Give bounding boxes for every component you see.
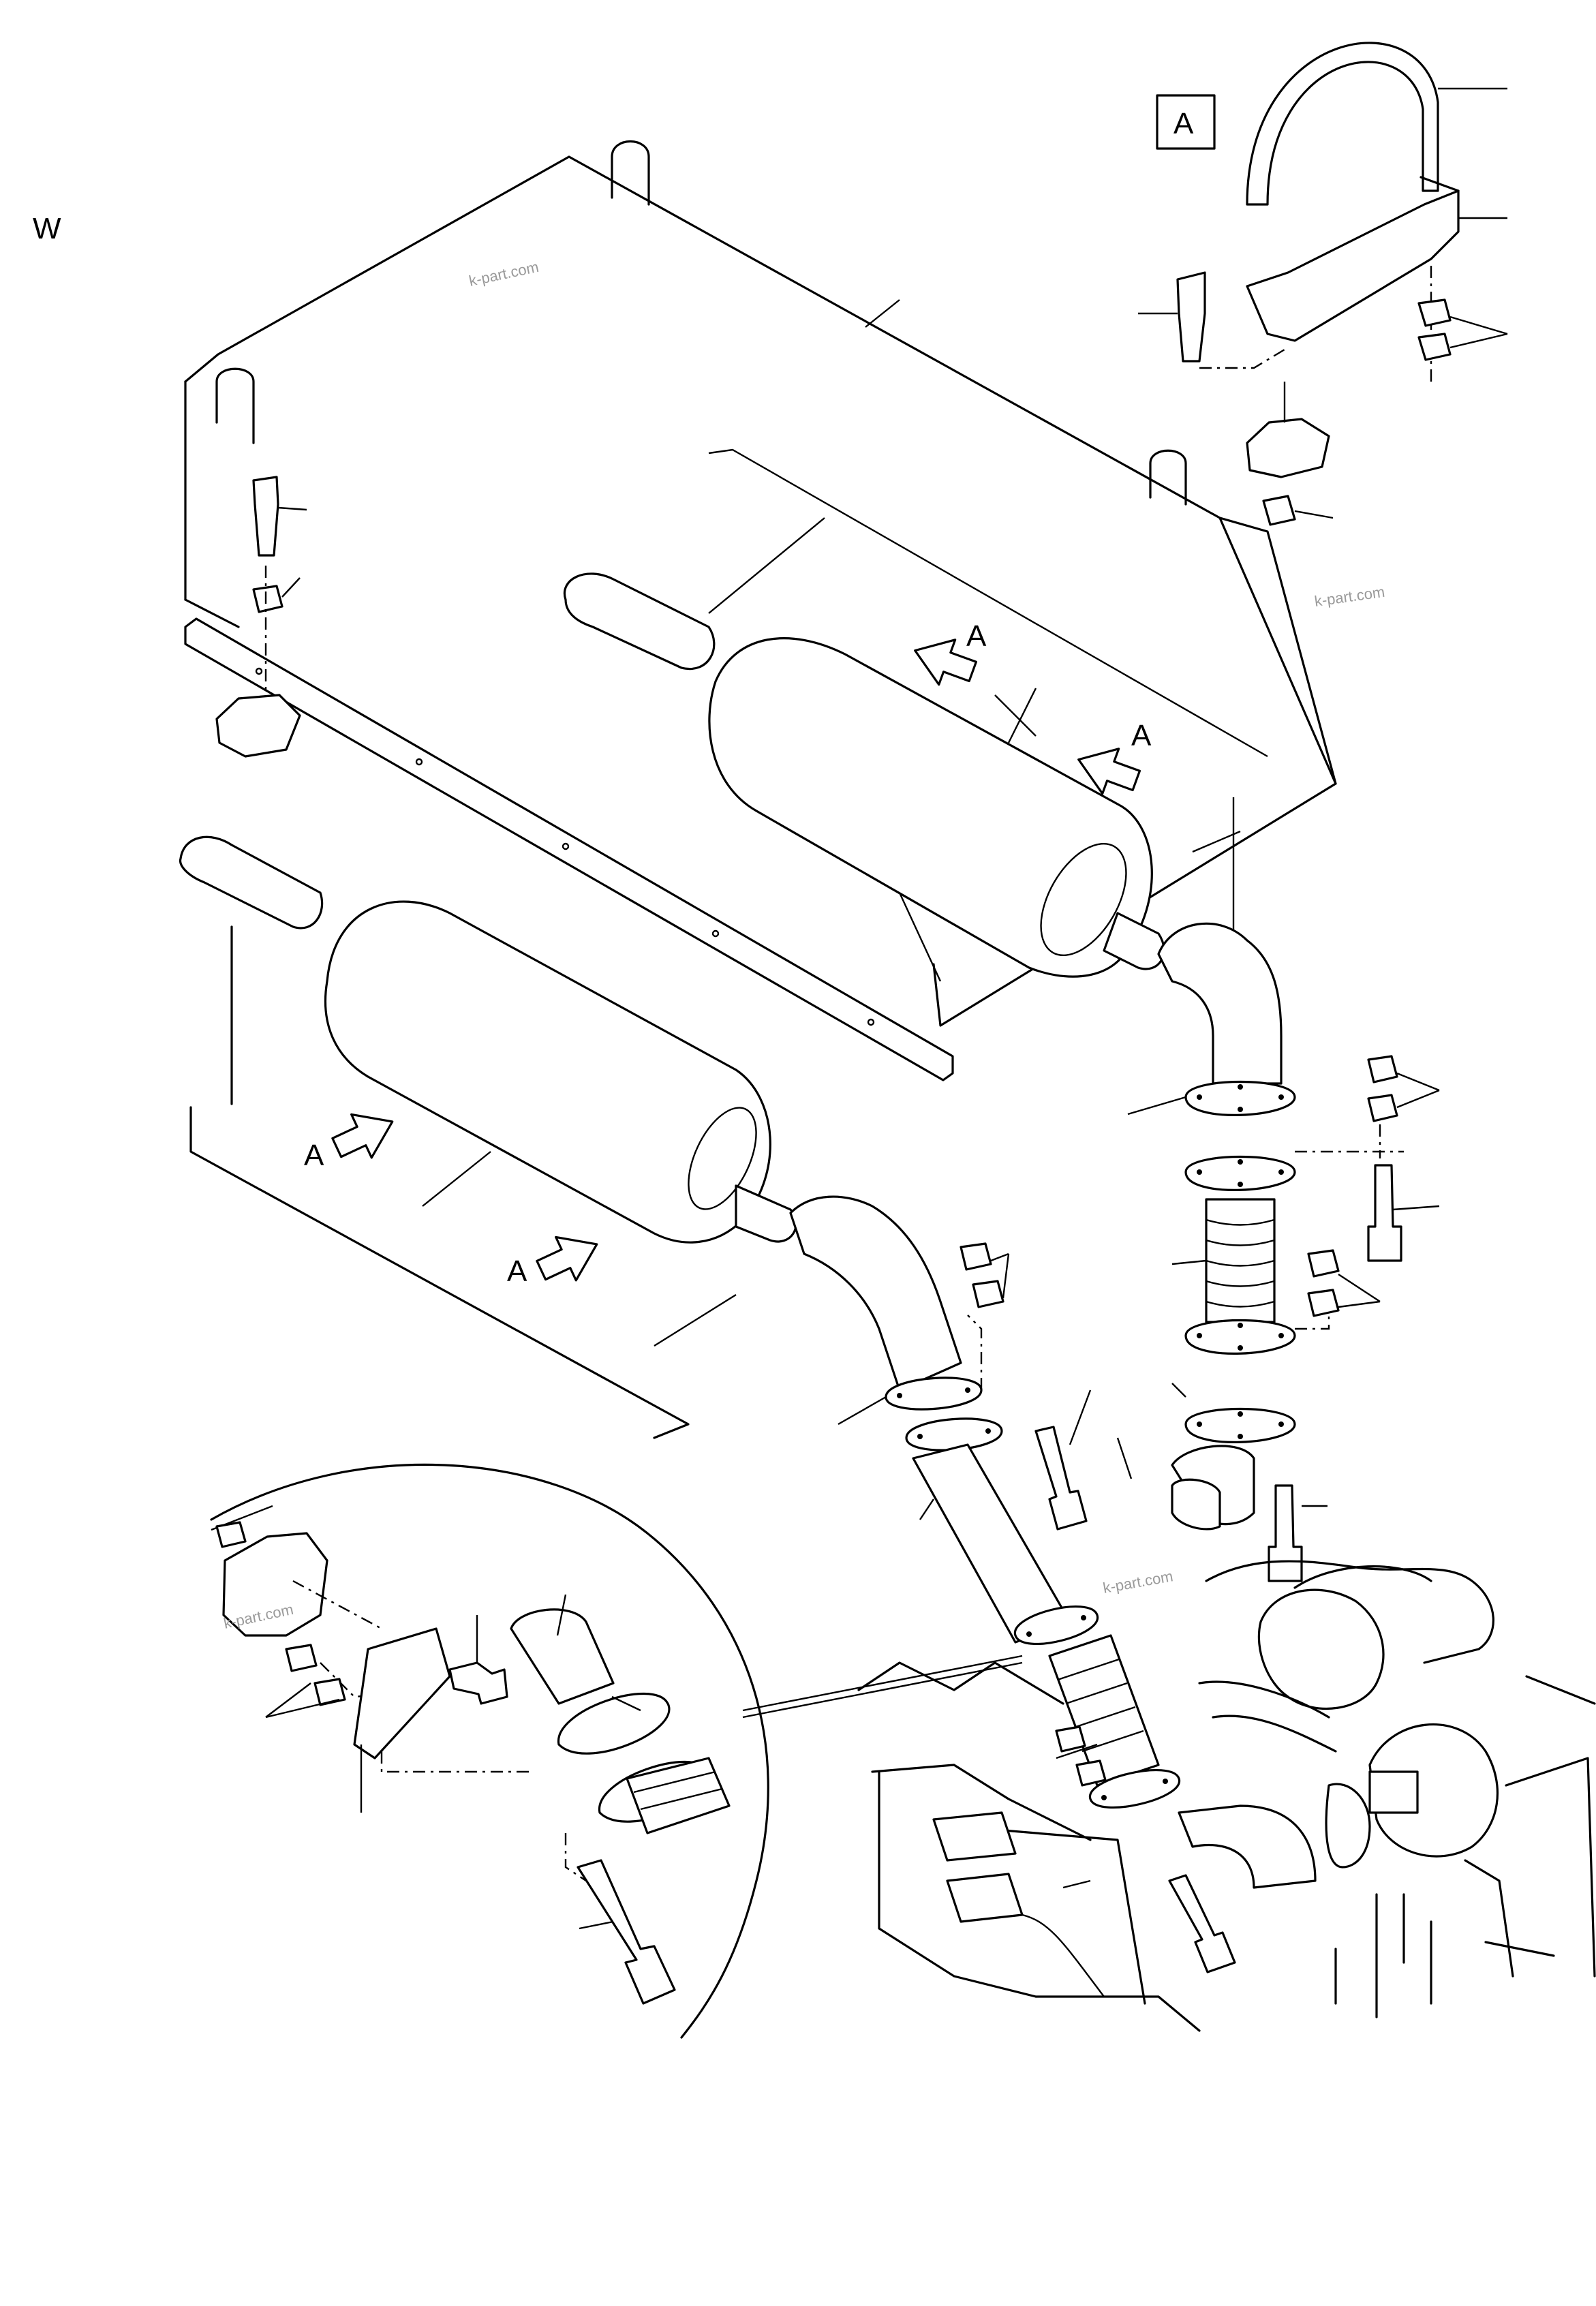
lift-handle-1 [611, 140, 650, 206]
lower-muffler [179, 835, 797, 1439]
right-clamp-ring [1171, 1478, 1221, 1531]
bellows-detail-view [210, 1463, 769, 2039]
left-nut-1 [960, 1242, 992, 1271]
lower-muffler-body [324, 900, 771, 1244]
left-clamp-ring [1325, 1783, 1371, 1869]
right-flange-2 [1184, 1156, 1296, 1191]
upper-muffler-outlet-stub [1103, 912, 1165, 970]
turbocharger [1257, 1588, 1385, 1710]
upper-muffler-body [708, 637, 1153, 978]
engine-block [857, 1560, 1596, 2032]
watermark-2: k-part.com [1313, 583, 1385, 610]
flange-bolt-holes [897, 1084, 1284, 1800]
clamp-mount-plate [1246, 418, 1330, 478]
left-exhaust-pipe-run [742, 1195, 1371, 1973]
turbo-outlet-housing [1368, 1723, 1499, 1858]
upper-muffler [563, 517, 1165, 978]
detail-nut-top [215, 1521, 247, 1548]
left-bolt-2 [1168, 1874, 1236, 1973]
clamp-mount-nut [1262, 495, 1296, 526]
left-flange-4 [1089, 1769, 1180, 1809]
left-nut-3 [1055, 1725, 1086, 1753]
detail-circle-arc [210, 1463, 769, 2039]
right-flange-3 [1184, 1319, 1296, 1355]
detail-bellows [626, 1757, 731, 1834]
housing-bolt [252, 476, 279, 557]
turbo-outlet-pipe [1368, 1770, 1419, 1814]
housing-mount-plate [215, 694, 301, 758]
upper-muffler-inlet-pipe [563, 572, 716, 671]
flow-label-a2: A [1131, 719, 1152, 752]
lift-handle-3 [1149, 449, 1187, 506]
detail-mount-plate [222, 1532, 328, 1637]
left-nut-4 [1075, 1759, 1107, 1787]
flow-label-a3: A [304, 1139, 324, 1172]
right-bolt-2 [1268, 1484, 1303, 1582]
left-flange-2 [905, 1417, 1003, 1451]
clamp-bracket [1246, 189, 1460, 342]
watermark-4: k-part.com [1102, 1567, 1175, 1597]
housing-nut [252, 585, 283, 613]
lower-muffler-outlet-stub [735, 1184, 797, 1243]
clamp-nut-2 [1417, 333, 1452, 361]
clamp-nut-1 [1417, 298, 1452, 327]
housing-top-outline [184, 155, 1337, 1027]
engine-sensor-2 [946, 1873, 1024, 1923]
right-nut-3 [1307, 1249, 1340, 1278]
right-flange-4 [1184, 1408, 1296, 1443]
detail-nut-2 [313, 1678, 346, 1706]
right-bolt-1 [1367, 1164, 1402, 1262]
detail-bolt-small [448, 1661, 508, 1705]
clamp-bolt [1176, 271, 1206, 363]
detail-a-box [1156, 94, 1216, 150]
lift-handle-2 [215, 367, 255, 444]
detail-a-label: A [1173, 107, 1194, 140]
left-nut-2 [972, 1280, 1004, 1308]
right-nut-1 [1367, 1055, 1398, 1083]
detail-bracket [353, 1627, 451, 1759]
right-flange-1 [1184, 1081, 1296, 1116]
flow-label-a1: A [966, 619, 987, 653]
right-nut-2 [1367, 1094, 1398, 1122]
corner-label: W [33, 212, 61, 245]
lower-muffler-inlet-pipe [179, 835, 324, 929]
detail-bolt-large [577, 1859, 676, 2005]
left-bolt-1 [1034, 1426, 1088, 1531]
clamp-strap [1246, 42, 1439, 206]
detail-nut-1 [285, 1644, 318, 1672]
left-bent-pipe [789, 1195, 962, 1392]
left-bellows [1048, 1634, 1160, 1787]
engine-sensor-1 [932, 1811, 1017, 1862]
right-upper-elbow [1157, 922, 1283, 1085]
left-flange-3 [1014, 1605, 1099, 1646]
detail-pipe [510, 1608, 615, 1705]
left-lower-elbow [1178, 1804, 1317, 1889]
detail-flange-1 [557, 1692, 671, 1755]
right-exhaust-stack [1127, 922, 1440, 1582]
flow-label-a4: A [507, 1255, 527, 1288]
right-nut-4 [1307, 1289, 1340, 1317]
side-rail [184, 617, 954, 1081]
detail-a-group: A [1138, 42, 1508, 526]
watermark-1: k-part.com [467, 258, 540, 290]
